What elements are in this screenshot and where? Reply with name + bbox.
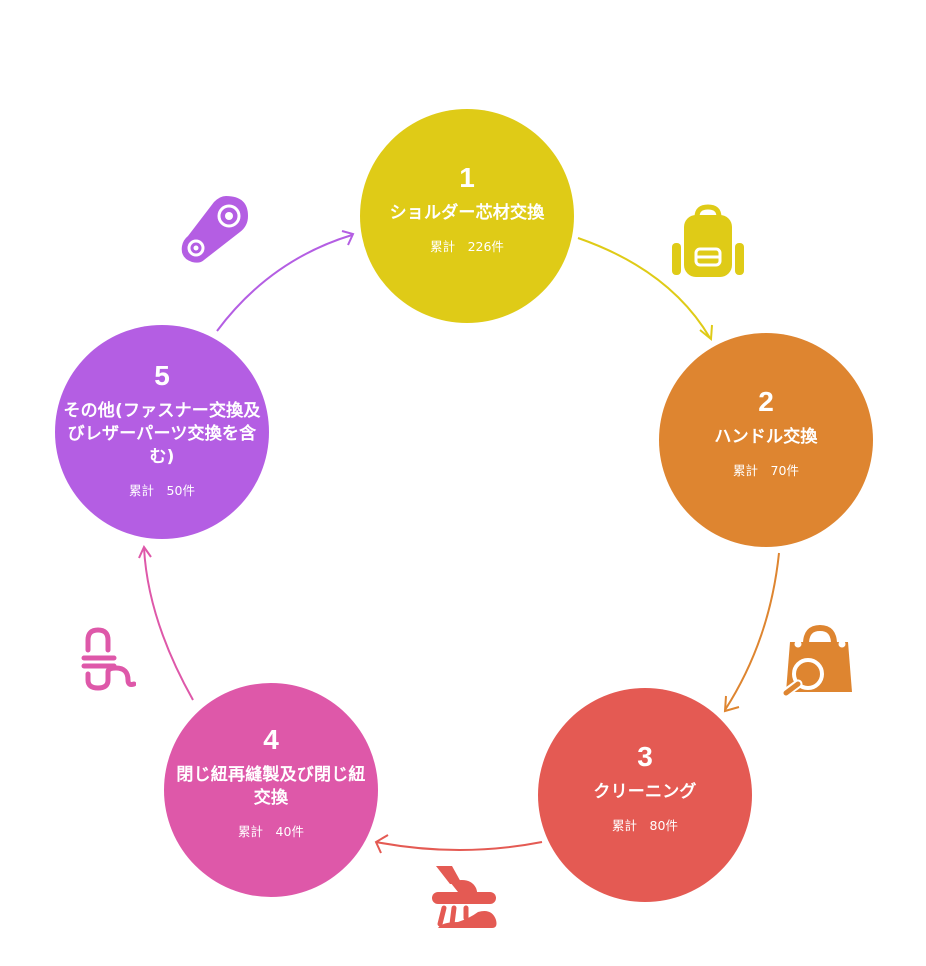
step-title: ハンドル交換 [714,426,818,447]
step-count: 累計 226件 [430,238,504,254]
belt-pulley-icon [181,196,248,263]
step-title: その他(ファスナー交換及びレザーパーツ交換を含む) [63,400,261,467]
step-number: 2 [758,385,774,417]
arrow-5-to-1 [216,230,355,332]
step-number: 5 [154,359,170,391]
shopping-bag-search-icon [780,624,852,696]
step-node-4[interactable]: 4 閉じ紐再縫製及び閉じ紐交換 累計 40件 [164,683,378,897]
step-number: 1 [459,161,475,193]
arrow-1-to-2 [577,237,713,341]
step-title: クリーニング [593,781,697,802]
arrow-2-to-3 [723,552,780,713]
step-title: ショルダー芯材交換 [389,202,545,223]
step-node-2[interactable]: 2 ハンドル交換 累計 70件 [659,333,873,547]
step-number: 3 [637,740,653,772]
step-count: 累計 80件 [612,817,678,833]
step-count: 累計 70件 [733,462,799,478]
step-count: 累計 50件 [129,482,195,498]
backpack-icon [672,204,744,277]
step-number: 4 [263,724,279,755]
string-cord-icon [81,627,136,691]
arrow-4-to-5 [138,544,194,701]
step-title: 閉じ紐再縫製及び閉じ紐交換 [176,765,366,808]
step-node-5[interactable]: 5 その他(ファスナー交換及びレザーパーツ交換を含む) 累計 50件 [55,325,269,539]
step-node-1[interactable]: 1 ショルダー芯材交換 累計 226件 [360,109,574,323]
step-count: 累計 40件 [238,824,304,839]
cleaning-brush-icon [432,866,497,928]
step-node-3[interactable]: 3 クリーニング 累計 80件 [538,688,752,902]
arrow-3-to-4 [374,834,543,854]
